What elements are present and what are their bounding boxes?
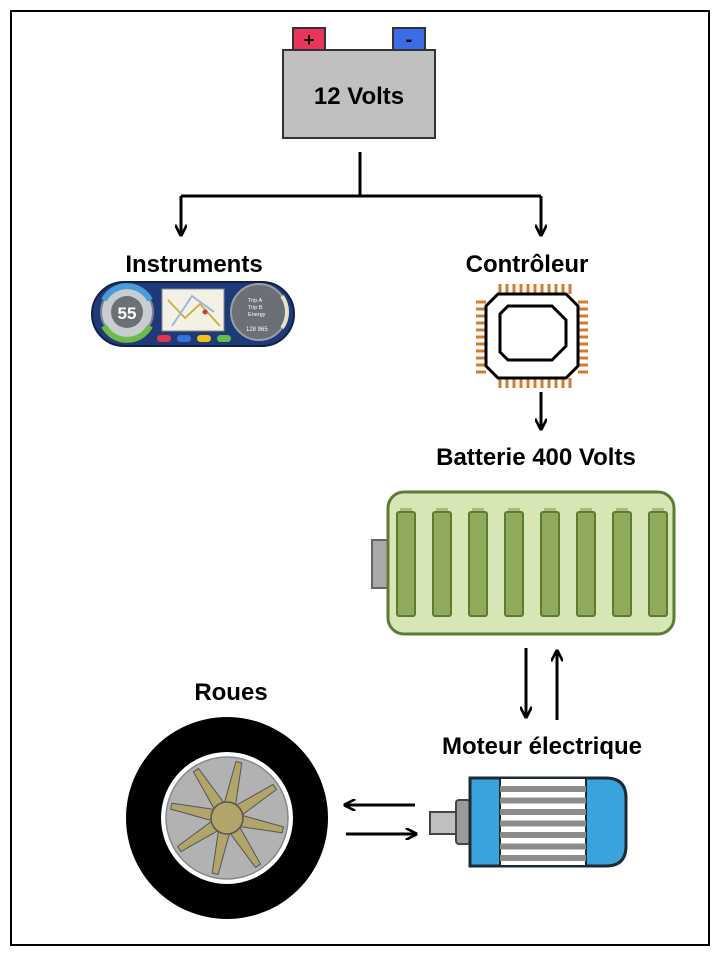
battery-12v-connectors [181, 152, 541, 234]
indicator-red [157, 335, 171, 342]
speed-readout: 55 [118, 304, 137, 323]
battery-12v-body [282, 49, 436, 139]
plus-terminal-label: + [304, 30, 315, 50]
trip-line-b: Trip B [248, 305, 263, 311]
controller-chip [476, 284, 588, 388]
pack-cells [396, 508, 668, 617]
wheel [126, 717, 328, 919]
battery-cell [432, 511, 452, 617]
odometer-readout: 128 965 [246, 327, 268, 333]
motor-fins [500, 786, 586, 861]
motor-fin [500, 820, 586, 827]
electric-motor [429, 776, 628, 868]
chip-pins [476, 284, 588, 388]
indicator-green [217, 335, 231, 342]
motor-fin [500, 832, 586, 838]
pack-body [386, 490, 676, 636]
battery-12v-label: 12 Volts [314, 83, 404, 110]
motor-label: Moteur électrique [442, 733, 642, 760]
minus-terminal-label: - [406, 29, 413, 51]
instrument-cluster: 55 Trip A Trip B Energy 128 965 [91, 281, 295, 347]
battery-cell [612, 511, 632, 617]
battery-400v-label: Batterie 400 Volts [436, 444, 636, 471]
wheel-spokes [170, 761, 284, 875]
battery-cell [576, 511, 596, 617]
battery-pack-400v [371, 490, 676, 636]
battery-cell [648, 511, 668, 617]
trip-line-energy: Energy [248, 312, 266, 318]
instruments-label: Instruments [125, 251, 262, 278]
battery-cell [468, 511, 488, 617]
indicator-blue [177, 335, 191, 342]
wheel-hub [210, 801, 244, 835]
motor-fin [500, 797, 586, 804]
battery-cell [504, 511, 524, 617]
motor-shaft [429, 811, 459, 835]
battery-12v: + - 12 Volts [282, 27, 436, 139]
motor-fin [500, 855, 586, 861]
indicator-yellow [197, 335, 211, 342]
motor-fin [500, 809, 586, 815]
battery-cell [396, 511, 416, 617]
motor-shaft-collar [455, 799, 471, 845]
motor-fin [500, 843, 586, 850]
trip-line-a: Trip A [248, 298, 262, 304]
wheels-label: Roues [194, 679, 267, 706]
controller-label: Contrôleur [466, 251, 589, 278]
motor-fin [500, 786, 586, 792]
diagram-frame [10, 10, 710, 946]
battery-cell [540, 511, 560, 617]
